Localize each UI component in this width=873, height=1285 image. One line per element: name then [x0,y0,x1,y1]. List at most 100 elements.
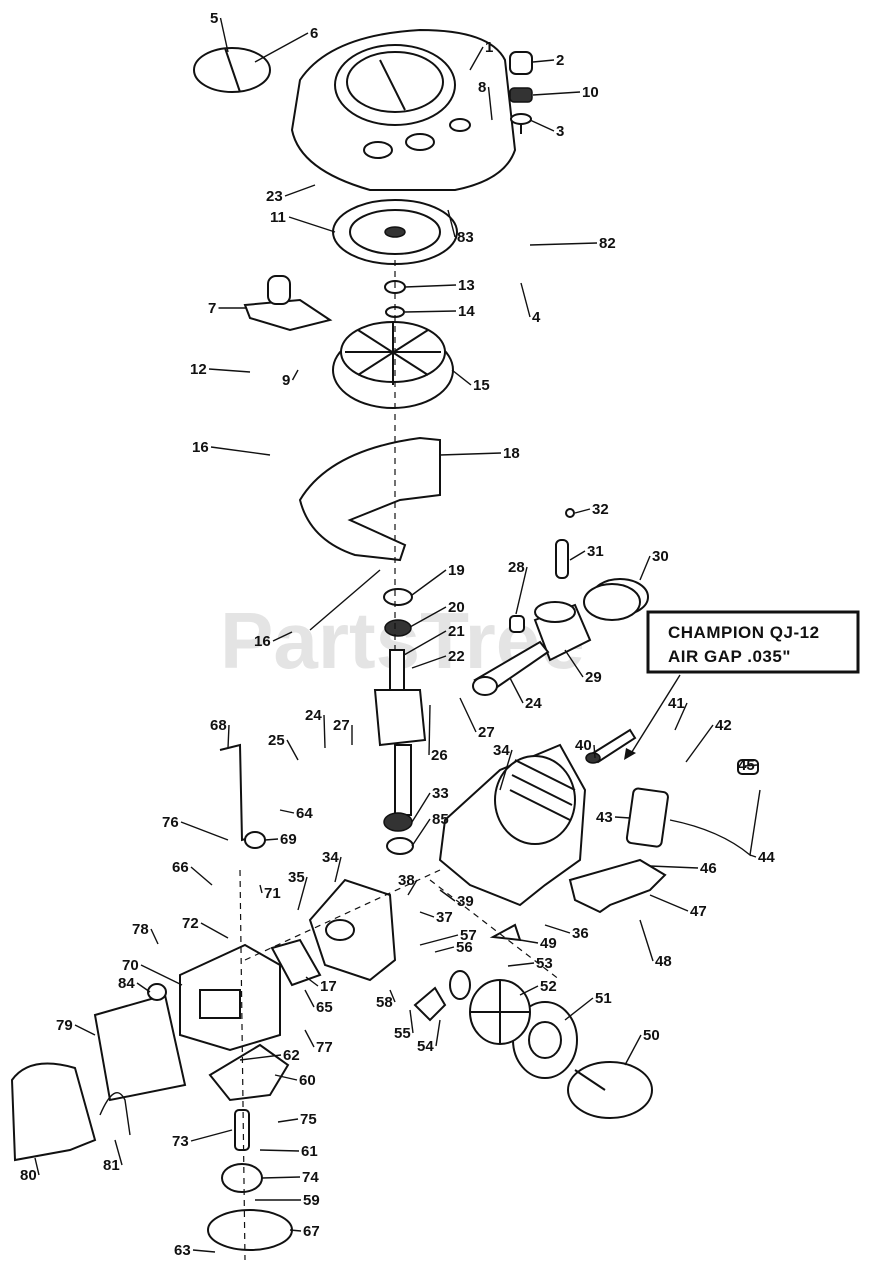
part-label-40[interactable]: 40 [575,737,592,754]
part-label-69[interactable]: 69 [280,831,297,848]
part-label-5[interactable]: 5 [210,10,218,27]
part-decal[interactable] [193,47,271,93]
part-label-15[interactable]: 15 [473,377,490,394]
part-label-16b[interactable]: 16 [254,633,271,650]
part-label-47[interactable]: 47 [690,903,707,920]
part-label-56[interactable]: 56 [456,939,473,956]
part-label-44[interactable]: 44 [758,849,775,866]
part-label-25[interactable]: 25 [268,732,285,749]
part-label-21[interactable]: 21 [448,623,465,640]
part-label-20[interactable]: 20 [448,599,465,616]
part-label-72[interactable]: 72 [182,915,199,932]
part-filter-cover[interactable] [10,1062,97,1162]
part-label-60[interactable]: 60 [299,1072,316,1089]
part-ignition-module[interactable] [625,787,669,848]
part-spring[interactable] [234,1109,250,1151]
part-label-58[interactable]: 58 [376,994,393,1011]
part-label-50[interactable]: 50 [643,1027,660,1044]
part-piston-pin[interactable] [555,508,575,579]
part-label-12[interactable]: 12 [190,361,207,378]
part-oil-seal[interactable] [383,588,413,637]
part-label-80[interactable]: 80 [20,1167,37,1184]
part-cam[interactable] [489,923,522,942]
part-piston[interactable] [533,601,592,662]
part-brake-bracket[interactable] [243,275,333,332]
part-label-45[interactable]: 45 [738,757,755,774]
part-label-61[interactable]: 61 [301,1143,318,1160]
part-label-42[interactable]: 42 [715,717,732,734]
part-control-lever[interactable] [219,743,261,842]
part-label-11[interactable]: 11 [270,209,286,226]
part-label-8[interactable]: 8 [478,79,486,96]
part-label-55[interactable]: 55 [394,1025,411,1042]
part-label-84[interactable]: 84 [118,975,135,992]
part-label-16a[interactable]: 16 [192,439,209,456]
part-label-17[interactable]: 17 [320,978,337,995]
part-piston-rings[interactable] [583,578,649,621]
part-label-70[interactable]: 70 [122,957,139,974]
part-rewind-starter[interactable] [332,199,458,265]
part-label-85[interactable]: 85 [432,811,449,828]
part-label-65[interactable]: 65 [316,999,333,1016]
part-blower-housing[interactable] [290,28,517,191]
part-label-36[interactable]: 36 [572,925,589,942]
part-label-2[interactable]: 2 [556,52,564,69]
part-label-6[interactable]: 6 [310,25,318,42]
part-label-7[interactable]: 7 [208,300,216,317]
part-label-35[interactable]: 35 [288,869,305,886]
part-label-18[interactable]: 18 [503,445,520,462]
part-primer-bulb[interactable] [147,983,167,1001]
part-label-39[interactable]: 39 [457,893,474,910]
part-carburetor-body[interactable] [179,943,281,1052]
part-label-26[interactable]: 26 [431,747,448,764]
part-label-54[interactable]: 54 [417,1038,434,1055]
part-label-27b[interactable]: 27 [478,724,495,741]
part-label-34b[interactable]: 34 [493,742,510,759]
part-label-67[interactable]: 67 [303,1223,320,1240]
part-starter-cup[interactable] [509,51,533,134]
part-flywheel[interactable] [332,321,454,409]
part-label-68[interactable]: 68 [210,717,227,734]
part-label-19[interactable]: 19 [448,562,465,579]
part-knob[interactable] [244,831,266,849]
part-label-66[interactable]: 66 [172,859,189,876]
part-label-13[interactable]: 13 [458,277,475,294]
part-rotor[interactable] [449,970,471,1000]
part-starter-pulley[interactable] [567,1061,653,1119]
part-label-62[interactable]: 62 [283,1047,300,1064]
part-label-77[interactable]: 77 [316,1039,333,1056]
part-label-38[interactable]: 38 [398,872,415,889]
part-label-64[interactable]: 64 [296,805,313,822]
part-label-82[interactable]: 82 [599,235,616,252]
part-fuel-tank[interactable] [207,1209,293,1251]
part-label-48[interactable]: 48 [655,953,672,970]
part-label-10[interactable]: 10 [582,84,599,101]
part-label-83[interactable]: 83 [457,229,474,246]
part-fuel-tank-cap[interactable] [221,1163,263,1193]
part-label-23[interactable]: 23 [266,188,283,205]
part-bearing-28[interactable] [509,615,525,633]
part-diaphragm[interactable] [208,1043,290,1102]
part-label-29[interactable]: 29 [585,669,602,686]
part-label-14[interactable]: 14 [458,303,475,320]
part-label-46[interactable]: 46 [700,860,717,877]
part-label-53[interactable]: 53 [536,955,553,972]
part-crankshaft[interactable] [373,649,427,816]
part-spark-boot[interactable] [737,759,759,775]
part-label-71[interactable]: 71 [264,885,281,902]
part-carb-gasket[interactable] [270,938,322,987]
part-spark-plug[interactable] [585,728,637,764]
part-label-51[interactable]: 51 [595,990,612,1007]
part-cylinder-block[interactable] [438,743,587,907]
part-label-37[interactable]: 37 [436,909,453,926]
part-label-24a[interactable]: 24 [305,707,322,724]
part-main-bearing[interactable] [383,812,414,855]
part-label-4[interactable]: 4 [532,309,541,326]
part-label-24b[interactable]: 24 [525,695,542,712]
part-label-59[interactable]: 59 [303,1192,320,1209]
part-label-74[interactable]: 74 [302,1169,319,1186]
part-connecting-rod[interactable] [472,640,550,696]
part-label-78[interactable]: 78 [132,921,149,938]
part-label-31[interactable]: 31 [587,543,604,560]
part-label-22[interactable]: 22 [448,648,465,665]
